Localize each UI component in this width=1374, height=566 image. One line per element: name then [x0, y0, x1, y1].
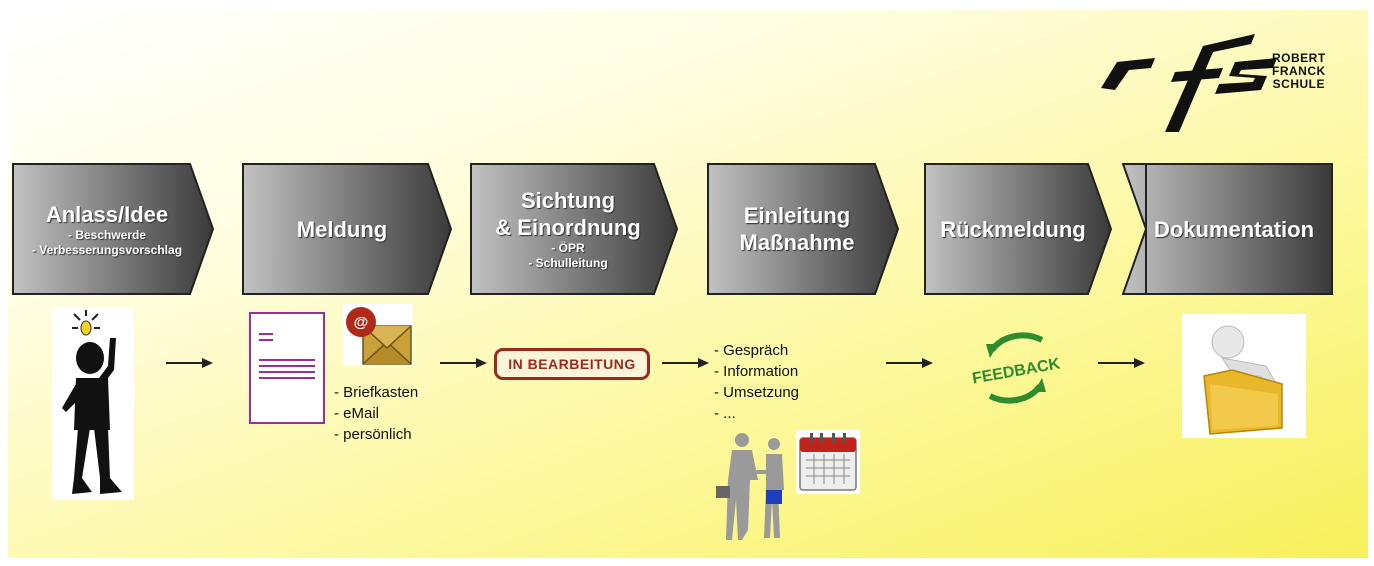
- handshake-people-icon: [716, 433, 784, 540]
- flow-arrow: [1098, 358, 1145, 368]
- feedback-cycle-icon: FEEDBACK: [971, 332, 1062, 404]
- step-title: Anlass/Idee: [45, 201, 169, 227]
- list-item: - Gespräch: [714, 342, 789, 359]
- logo-text: ROBERT FRANCK SCHULE: [1272, 52, 1326, 91]
- in-bearbeitung-stamp: IN BEARBEITUNG: [494, 348, 650, 380]
- feedback-label: FEEDBACK: [971, 355, 1062, 387]
- rfs-logo: [1101, 34, 1277, 132]
- step-title: Sichtung & Einordnung: [495, 188, 641, 240]
- list-item: - Umsetzung: [714, 384, 800, 401]
- list-item: - eMail: [334, 405, 380, 422]
- svg-text:@: @: [354, 314, 369, 331]
- step-dokumentation: Dokumentation: [1122, 163, 1334, 295]
- step-rueckmeldung: Rückmeldung: [924, 163, 1112, 295]
- step-title: Einleitung Maßnahme: [739, 203, 855, 255]
- step-einleitung: Einleitung Maßnahme: [707, 163, 899, 295]
- step-anlass-idee: Anlass/Idee - Beschwerde - Verbesserungs…: [12, 163, 214, 295]
- step-sub-1: - Beschwerde: [67, 227, 147, 242]
- idea-person-icon: [52, 308, 134, 500]
- flow-arrow: [886, 358, 933, 368]
- massnahme-items: - Gespräch - Information - Umsetzung - .…: [714, 340, 799, 424]
- flow-arrow: [662, 358, 709, 368]
- email-envelope-icon: @: [343, 304, 413, 366]
- step-sub-2: - Verbesserungsvorschlag: [31, 242, 183, 257]
- letter-document-icon: [249, 312, 325, 424]
- list-item: - Briefkasten: [334, 384, 419, 401]
- list-item: - Information: [714, 363, 799, 380]
- step-title: Dokumentation: [1153, 216, 1315, 242]
- flow-arrow: [440, 358, 487, 368]
- list-item: - ...: [714, 405, 736, 422]
- step-title: Meldung: [296, 216, 388, 242]
- step-sub-2: - Schulleitung: [528, 256, 608, 270]
- flow-arrow: [166, 358, 213, 368]
- calendar-icon: [796, 430, 860, 494]
- step-sichtung: Sichtung & Einordnung - ÖPR - Schulleitu…: [470, 163, 678, 295]
- logo-line-2: FRANCK: [1272, 64, 1326, 78]
- step-sub-1: - ÖPR: [551, 241, 585, 255]
- person-folder-icon: [1182, 314, 1306, 438]
- list-item: - persönlich: [334, 426, 412, 443]
- meldung-channels: - Briefkasten - eMail - persönlich: [334, 382, 418, 445]
- step-meldung: Meldung: [242, 163, 452, 295]
- step-title: Rückmeldung: [940, 216, 1086, 242]
- logo-line-1: ROBERT: [1272, 51, 1326, 65]
- logo-line-3: SCHULE: [1272, 77, 1325, 91]
